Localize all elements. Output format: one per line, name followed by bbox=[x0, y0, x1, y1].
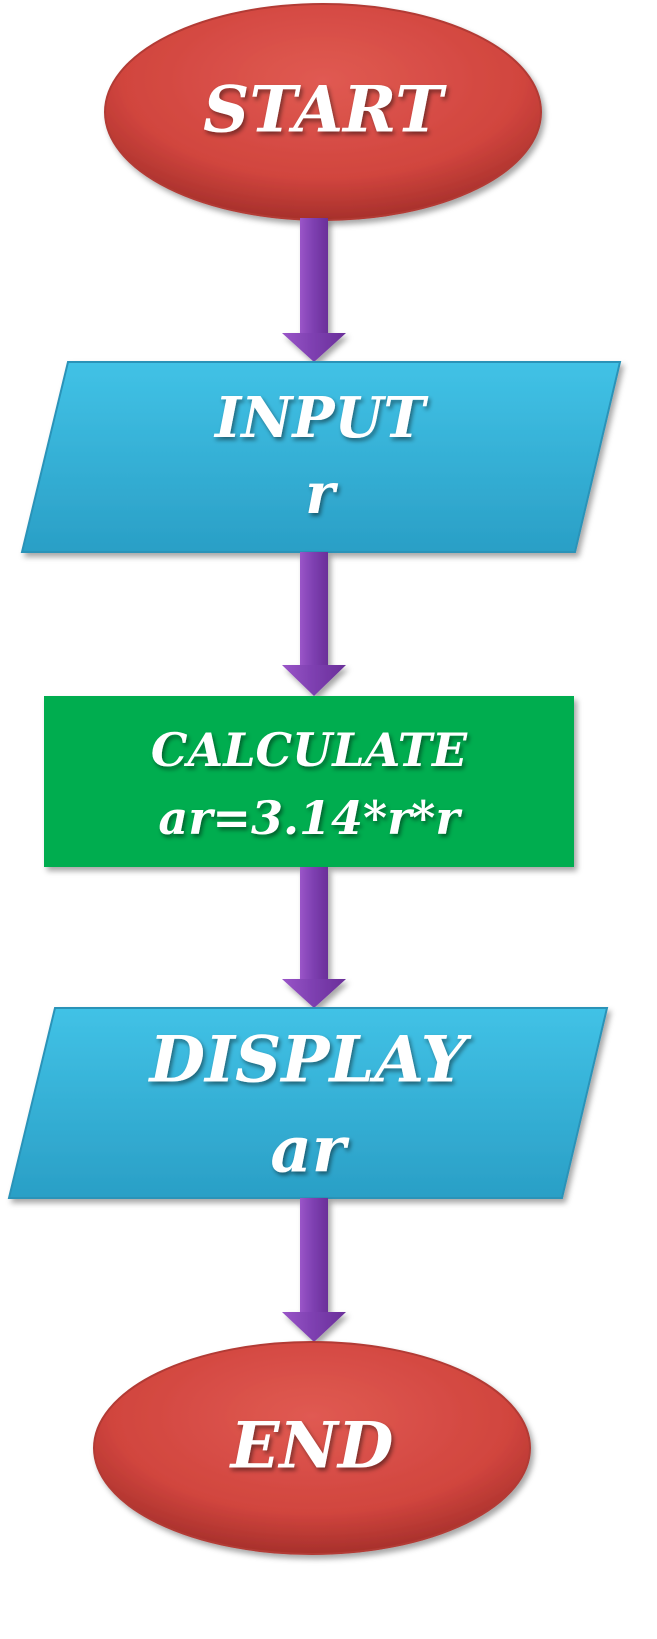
arrow-head bbox=[282, 665, 346, 696]
display-block: DISPLAY ar bbox=[7, 1007, 609, 1199]
start-label: START bbox=[203, 73, 447, 148]
arrow-display-to-end bbox=[282, 1198, 346, 1342]
arrow-head bbox=[282, 333, 346, 362]
calculate-rectangle bbox=[44, 696, 574, 867]
calculate-label-line1: CALCULATE bbox=[151, 723, 468, 777]
display-label-line2: ar bbox=[270, 1113, 349, 1188]
input-label-line2: r bbox=[305, 461, 338, 527]
arrow-input-to-calculate bbox=[282, 552, 346, 696]
arrow-start-to-input bbox=[282, 218, 346, 362]
display-parallelogram bbox=[7, 1007, 609, 1199]
arrow-head bbox=[282, 979, 346, 1008]
end-ellipse bbox=[93, 1341, 531, 1555]
display-label-line1: DISPLAY bbox=[148, 1023, 472, 1098]
input-parallelogram bbox=[20, 361, 622, 553]
calculate-block: CALCULATE ar=3.14*r*r bbox=[44, 696, 574, 867]
end-terminal: END bbox=[93, 1341, 531, 1555]
arrow-head bbox=[282, 1312, 346, 1342]
arrow-shaft bbox=[300, 1198, 328, 1312]
arrow-shaft bbox=[300, 867, 328, 979]
start-terminal: START bbox=[104, 3, 542, 221]
calculate-label-line2: ar=3.14*r*r bbox=[158, 791, 463, 845]
end-label: END bbox=[229, 1409, 394, 1484]
arrow-calculate-to-display bbox=[282, 867, 346, 1008]
input-block: INPUT r bbox=[20, 361, 622, 553]
arrow-shaft bbox=[300, 552, 328, 665]
arrow-shaft bbox=[300, 218, 328, 333]
input-label-line1: INPUT bbox=[213, 385, 429, 451]
